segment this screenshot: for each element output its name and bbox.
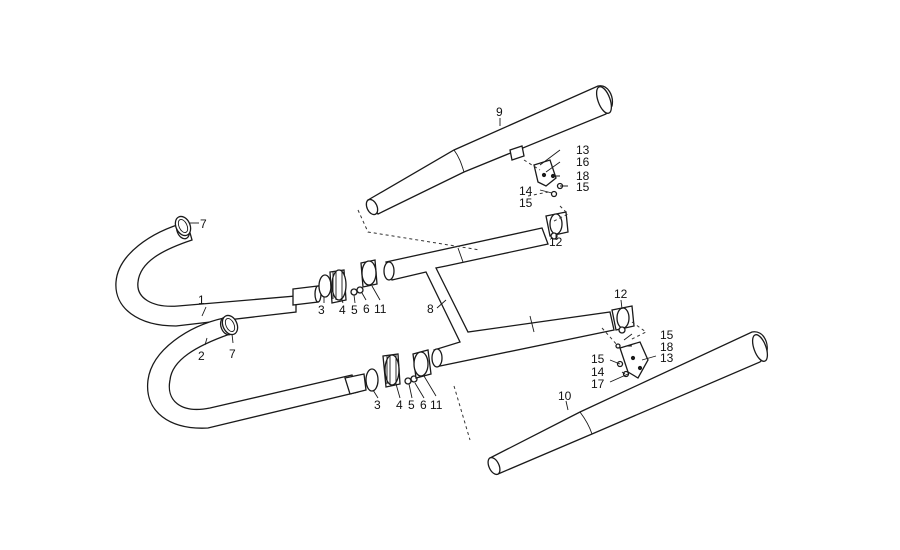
crossover-pipe-8 (383, 227, 615, 368)
callout-9: 9 (496, 105, 503, 119)
muffler-bracket-upper (509, 145, 564, 198)
header-pipe-2 (146, 316, 359, 429)
callout-15-upper-right: 15 (576, 180, 590, 194)
clamp-set-upper (318, 259, 378, 304)
clamp-12-upper (545, 211, 569, 240)
callout-5-upper: 5 (351, 303, 358, 317)
callout-1: 1 (198, 293, 205, 307)
callout-15-lower-left: 15 (591, 352, 605, 366)
gasket-7-upper (174, 215, 192, 237)
clamp-12-lower (611, 305, 635, 334)
callout-15-lower-right: 15 (660, 328, 674, 342)
callout-10: 10 (558, 389, 572, 403)
callout-8: 8 (427, 302, 434, 316)
callout-6-lower: 6 (420, 398, 427, 412)
callout-4-upper: 4 (339, 303, 346, 317)
muffler-10 (487, 331, 769, 476)
callout-3-lower: 3 (374, 398, 381, 412)
callout-11-upper: 11 (374, 302, 387, 316)
callout-14-lower: 14 (591, 365, 605, 379)
callout-12-lower: 12 (614, 287, 628, 301)
callout-6-upper: 6 (363, 302, 370, 316)
callout-7-upper: 7 (200, 217, 207, 231)
muffler-bracket-lower (615, 341, 649, 379)
callout-13-lower: 13 (660, 351, 674, 365)
callout-11-lower: 11 (430, 398, 443, 412)
header-pipe-1 (115, 220, 297, 327)
callout-4-lower: 4 (396, 398, 403, 412)
callout-7-lower: 7 (229, 347, 236, 361)
sleeve-lower (344, 373, 367, 395)
callout-2: 2 (198, 349, 205, 363)
muffler-9 (365, 85, 614, 216)
callout-15-upper-left: 15 (519, 196, 533, 210)
callout-16-upper: 16 (576, 155, 590, 169)
callout-13-upper: 13 (576, 143, 590, 157)
callout-18-upper: 18 (576, 169, 590, 183)
clamp-set-lower (365, 349, 432, 392)
callout-18-lower: 18 (660, 340, 674, 354)
sleeve-upper (292, 285, 322, 306)
callout-3-upper: 3 (318, 303, 325, 317)
callout-14-upper: 14 (519, 184, 533, 198)
callout-5-lower: 5 (408, 398, 415, 412)
leader-lines (190, 118, 657, 411)
callout-17-lower: 17 (591, 377, 605, 391)
callout-12-upper: 12 (549, 235, 563, 249)
gasket-7-lower (221, 314, 239, 336)
